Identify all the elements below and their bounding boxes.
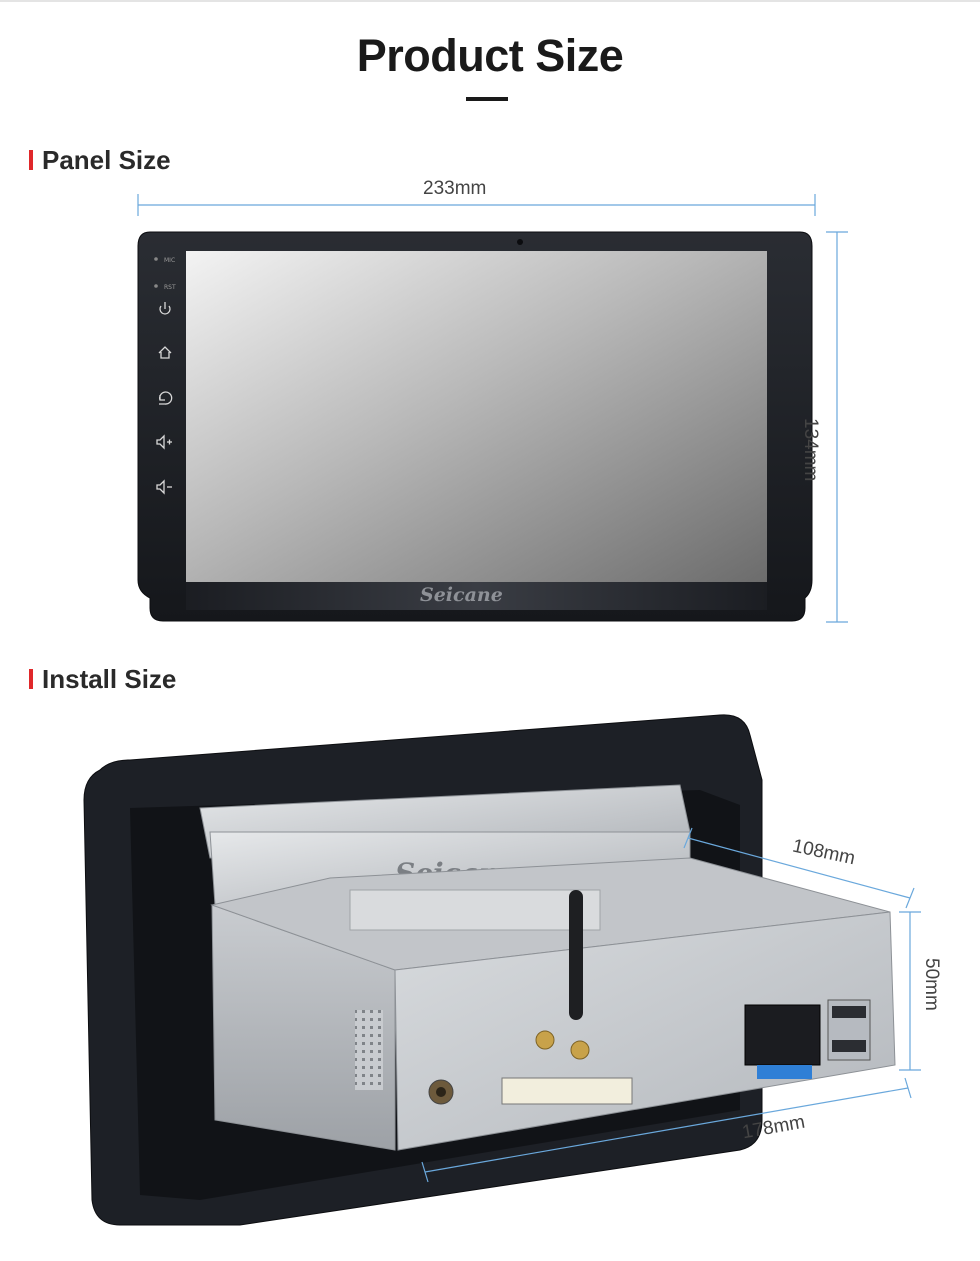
rst-hole [154, 284, 158, 288]
install-height-dimension [899, 911, 921, 1071]
panel-height-dimension [826, 231, 848, 623]
panel-size-label: Panel Size [42, 144, 171, 175]
label-sticker [349, 889, 601, 931]
rst-label: RST [164, 284, 176, 291]
power-port-inner [436, 1087, 446, 1097]
antenna [569, 890, 583, 1020]
main-connector [744, 1004, 821, 1066]
panel-size-heading: Panel Size [29, 144, 171, 176]
head-unit-rear: Seicane [83, 714, 896, 1226]
usb-slot-1 [832, 1006, 866, 1018]
antenna-connector [570, 1040, 590, 1060]
panel-width-label: 233mm [423, 178, 487, 199]
home-icon [158, 346, 172, 359]
panel-height-label: 134mm [800, 418, 821, 482]
usb-slot-2 [832, 1040, 866, 1052]
blue-fuse [757, 1065, 812, 1079]
title-underline [466, 97, 508, 101]
install-height-label: 50mm [921, 958, 942, 1011]
install-size-heading: Install Size [29, 663, 176, 695]
accent-bar [29, 150, 33, 170]
camera-dot [517, 239, 523, 245]
volume-up-icon [156, 434, 172, 450]
head-unit-panel [137, 231, 813, 622]
display-screen [186, 251, 767, 582]
mic-hole [154, 257, 158, 261]
page-title: Product Size [356, 30, 624, 81]
top-divider [0, 0, 980, 2]
install-depth-dimension [683, 827, 915, 909]
back-icon [159, 391, 173, 405]
side-vent [355, 1010, 383, 1090]
front-logo: Seicane [420, 584, 503, 606]
power-icon [159, 302, 171, 315]
install-size-label: Install Size [42, 663, 177, 694]
mic-label: MIC [164, 257, 175, 264]
wire-connector [501, 1077, 633, 1105]
accent-bar [29, 669, 33, 689]
install-width-dimension [421, 1077, 912, 1183]
panel-width-dimension [137, 194, 816, 216]
gps-connector [535, 1030, 555, 1050]
bottom-bezel [186, 582, 767, 610]
volume-down-icon [156, 479, 172, 495]
